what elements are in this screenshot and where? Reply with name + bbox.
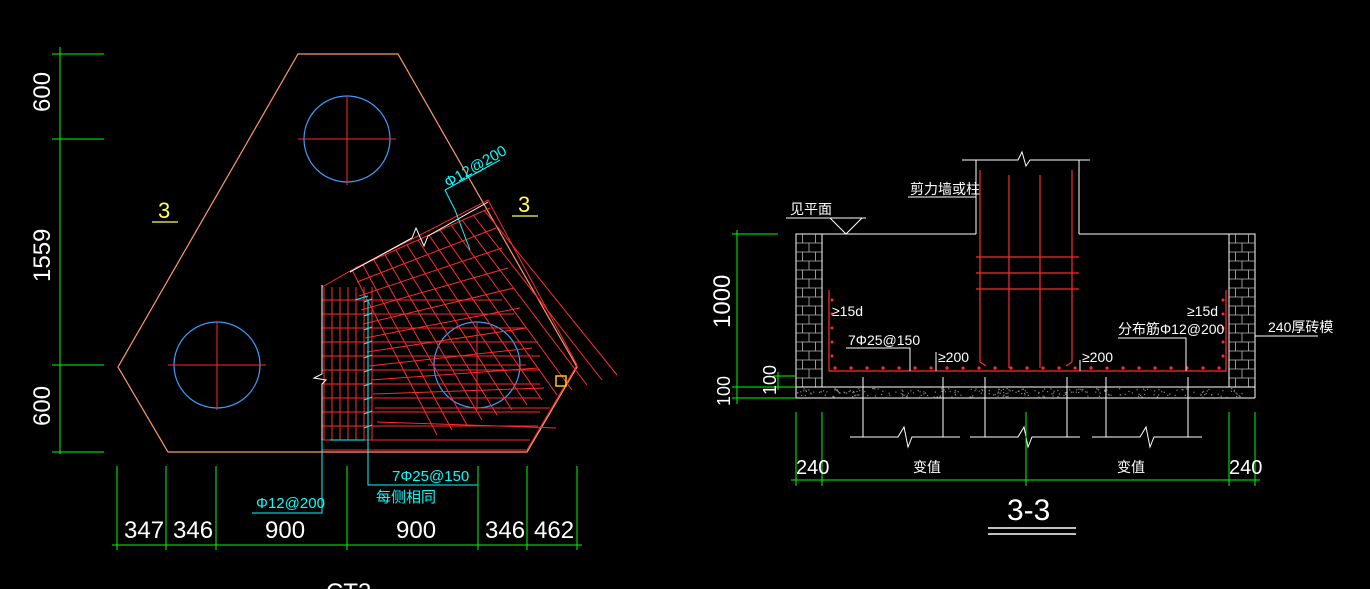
section-left-dimensions — [732, 230, 796, 404]
brick-wall-right — [1228, 233, 1256, 388]
blinding-layer — [797, 388, 1243, 399]
leader-main-bar — [846, 347, 911, 371]
label-dist-bar: 分布筋Φ12@200 — [1118, 321, 1225, 337]
annotation-tick-marks — [363, 298, 373, 429]
plan-dim-bottom-462: 462 — [534, 517, 574, 544]
rebar-label-top: Φ12@200 — [442, 142, 510, 191]
plan-bottom-dimensions — [112, 466, 582, 550]
break-line-lower — [312, 285, 328, 440]
section-dim-left-100-b: 100 — [714, 376, 734, 406]
rebar-label-main-note: 每侧相同 — [376, 489, 436, 506]
plan-left-dimensions — [52, 47, 104, 454]
plan-dim-bottom-347: 347 — [124, 517, 164, 544]
distribution-bar-dots — [830, 298, 1225, 370]
section-dim-bottom-var-left: 变值 — [913, 459, 941, 475]
brick-wall-left — [795, 233, 823, 388]
plan-dim-bottom-346-right: 346 — [485, 517, 525, 544]
pile-cap-outline — [117, 53, 578, 453]
plan-dim-left-600-bottom: 600 — [29, 386, 56, 426]
rebar-label-main: 7Φ25@150 — [392, 468, 469, 485]
section-title: 3-3 — [1007, 494, 1050, 527]
plan-dim-bottom-900-right: 900 — [396, 517, 436, 544]
section-dim-bottom-240-left: 240 — [796, 457, 829, 479]
plan-dim-bottom-346-left: 346 — [173, 517, 213, 544]
label-hook-right: ≥15d — [1187, 303, 1218, 319]
label-wall: 剪力墙或柱 — [910, 181, 980, 197]
section-bottom-dimensions — [791, 412, 1260, 486]
section-mark-left: 3 — [158, 198, 170, 223]
annotation-leaders — [252, 159, 501, 514]
plan-dim-left-600-top: 600 — [29, 72, 56, 112]
section-dim-bottom-240-right: 240 — [1229, 457, 1262, 479]
label-level: 见平面 — [790, 201, 832, 217]
rebar-label-bottom-left: Φ12@200 — [256, 495, 325, 512]
label-brick: 240厚砖模 — [1268, 319, 1333, 335]
plan-view: 3 3 Φ12@200 Φ12@200 7Φ25@150 每侧相同 600 15… — [29, 47, 618, 589]
break-line-upper — [349, 201, 489, 273]
label-anchor-right: ≥200 — [1082, 349, 1113, 365]
leader-dist-bar — [1118, 337, 1187, 371]
label-main-bar: 7Φ25@150 — [848, 332, 920, 348]
pile-bottom-left — [168, 321, 266, 410]
section-dim-left-1000: 1000 — [709, 275, 736, 328]
rebar-mesh — [321, 199, 618, 451]
label-hook-left: ≥15d — [832, 303, 863, 319]
section-dim-left-100-a: 100 — [760, 365, 780, 395]
section-rebar — [828, 170, 1227, 372]
section-view: 见平面 剪力墙或柱 ≥15d ≥15d 7Φ25@150 ≥200 ≥200 分… — [709, 150, 1333, 535]
level-symbol — [786, 217, 866, 235]
selection-grip[interactable] — [555, 375, 567, 387]
pile-top — [298, 95, 396, 185]
section-dim-bottom-var-right: 变值 — [1117, 459, 1145, 475]
label-anchor-left: ≥200 — [938, 349, 969, 365]
section-mark-right: 3 — [518, 192, 530, 217]
plan-caption-partial: CT3 — [326, 579, 371, 589]
plan-dim-left-1559: 1559 — [29, 229, 56, 282]
plan-dim-bottom-900-left: 900 — [265, 517, 305, 544]
